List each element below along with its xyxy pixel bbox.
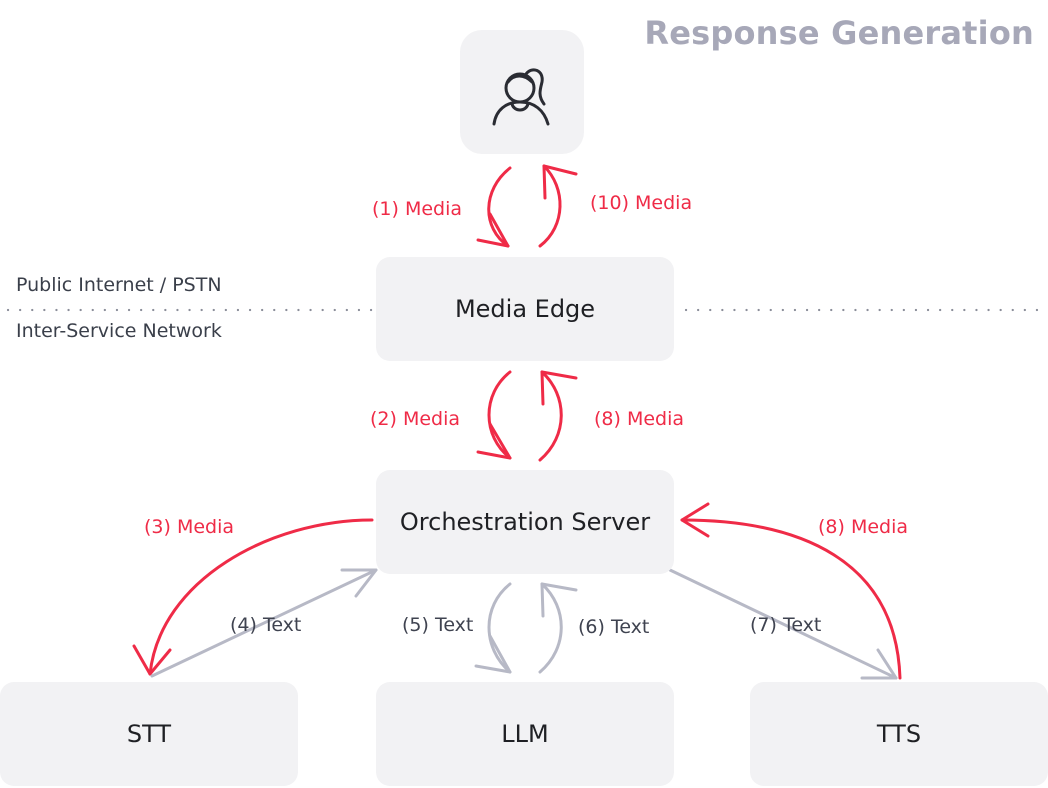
edge-4-text [150,568,378,678]
edge-7-text [668,568,898,680]
edge-label-5: (5) Text [402,614,474,636]
edge-6-text [538,582,563,674]
edge-6-arrowhead [540,582,578,618]
edge-5-text [487,582,512,674]
edge-10-media [538,164,562,248]
media-edge-label: Media Edge [454,295,596,323]
orchestration-server-label: Orchestration Server [399,508,651,536]
edge-1-arrowhead [476,212,510,248]
edge-label-8-tts: (8) Media [818,516,909,538]
stt-node: STT [0,682,298,786]
edge-8-arrowhead-up [540,370,578,406]
stt-label: STT [126,720,172,748]
edge-7-arrowhead [860,648,898,680]
tts-node: TTS [750,682,1048,786]
edge-label-1: (1) Media [372,198,463,220]
diagram-title: Response Generation [644,14,1034,52]
llm-node: LLM [376,682,674,786]
user-avatar-icon [492,68,550,126]
orchestration-server-node: Orchestration Server [376,470,674,574]
edge-label-8-up: (8) Media [594,408,685,430]
edge-label-10: (10) Media [590,192,693,214]
tts-label: TTS [876,720,922,748]
edge-2-media [487,370,512,460]
media-edge-node: Media Edge [376,257,674,361]
edge-label-4: (4) Text [230,614,302,636]
edge-label-3: (3) Media [144,516,235,538]
edge-label-7: (7) Text [750,614,822,636]
edge-3-media [148,518,374,676]
edge-label-2: (2) Media [370,408,461,430]
edge-2-arrowhead [476,422,512,460]
edge-8-media-tts [680,518,902,680]
user-node [460,30,584,154]
edge-1-media [487,166,512,248]
edge-8-arrowhead-tts [680,502,710,538]
zone-label-inter-service-network: Inter-Service Network [16,320,222,342]
edge-4-arrowhead [340,568,378,598]
edge-5-arrowhead [474,634,512,674]
zone-label-public-internet: Public Internet / PSTN [16,274,222,296]
edge-label-6: (6) Text [578,616,650,638]
llm-label: LLM [501,720,549,748]
edge-10-arrowhead [542,164,578,200]
edge-3-arrowhead [132,644,172,676]
edge-8-media-up [538,370,563,462]
